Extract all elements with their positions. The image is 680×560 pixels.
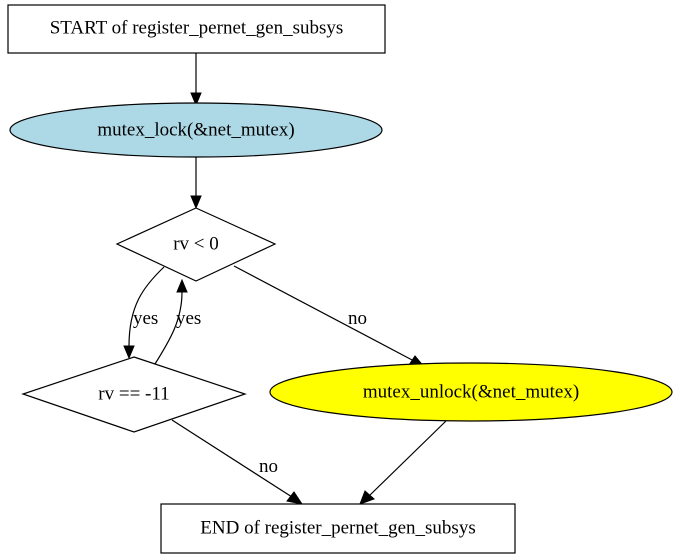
start-box — [7, 4, 386, 54]
edge-rv-eq-11-to-rv-lt-0: yes — [154, 278, 201, 365]
node-mutex-lock: mutex_lock(&net_mutex) — [9, 102, 383, 158]
edge-label-yes-up: yes — [176, 308, 201, 329]
arrowhead — [176, 278, 188, 293]
node-mutex-unlock: mutex_unlock(&net_mutex) — [269, 362, 673, 422]
lock-label: mutex_lock(&net_mutex) — [97, 119, 294, 140]
node-rv-lt-0: rv < 0 — [115, 207, 277, 282]
start-label: START of register_pernet_gen_subsys — [50, 17, 344, 38]
node-rv-eq-11: rv == -11 — [21, 356, 247, 433]
rv-lt-0-label: rv < 0 — [173, 233, 219, 254]
rv-eq-11-label: rv == -11 — [98, 383, 169, 404]
arrowhead — [190, 195, 202, 210]
arrowhead — [359, 490, 375, 505]
node-end: END of register_pernet_gen_subsys — [160, 503, 516, 554]
end-label: END of register_pernet_gen_subsys — [200, 517, 475, 538]
rv-eq-11-diamond — [21, 356, 247, 433]
arrowhead — [123, 345, 135, 360]
edge-lock-to-rv-lt-0 — [190, 157, 202, 210]
unlock-ellipse — [269, 362, 673, 422]
edge-label-no-bottom: no — [259, 456, 278, 477]
rv-lt-0-diamond — [115, 207, 277, 282]
edge-label-no-right: no — [348, 308, 367, 329]
node-start: START of register_pernet_gen_subsys — [7, 4, 386, 54]
edge-rv-lt-0-to-unlock: no — [233, 265, 427, 369]
edge-unlock-to-end — [359, 420, 447, 505]
arrowhead — [190, 92, 202, 107]
arrowhead — [286, 491, 304, 505]
lock-ellipse — [9, 102, 383, 158]
edge-label-yes-down: yes — [133, 308, 158, 329]
end-box — [160, 503, 516, 554]
edge-rv-lt-0-to-rv-eq-11: yes — [123, 266, 165, 360]
edge-start-to-lock — [190, 53, 202, 107]
unlock-label: mutex_unlock(&net_mutex) — [363, 381, 579, 402]
edge-rv-eq-11-to-end: no — [171, 419, 304, 505]
